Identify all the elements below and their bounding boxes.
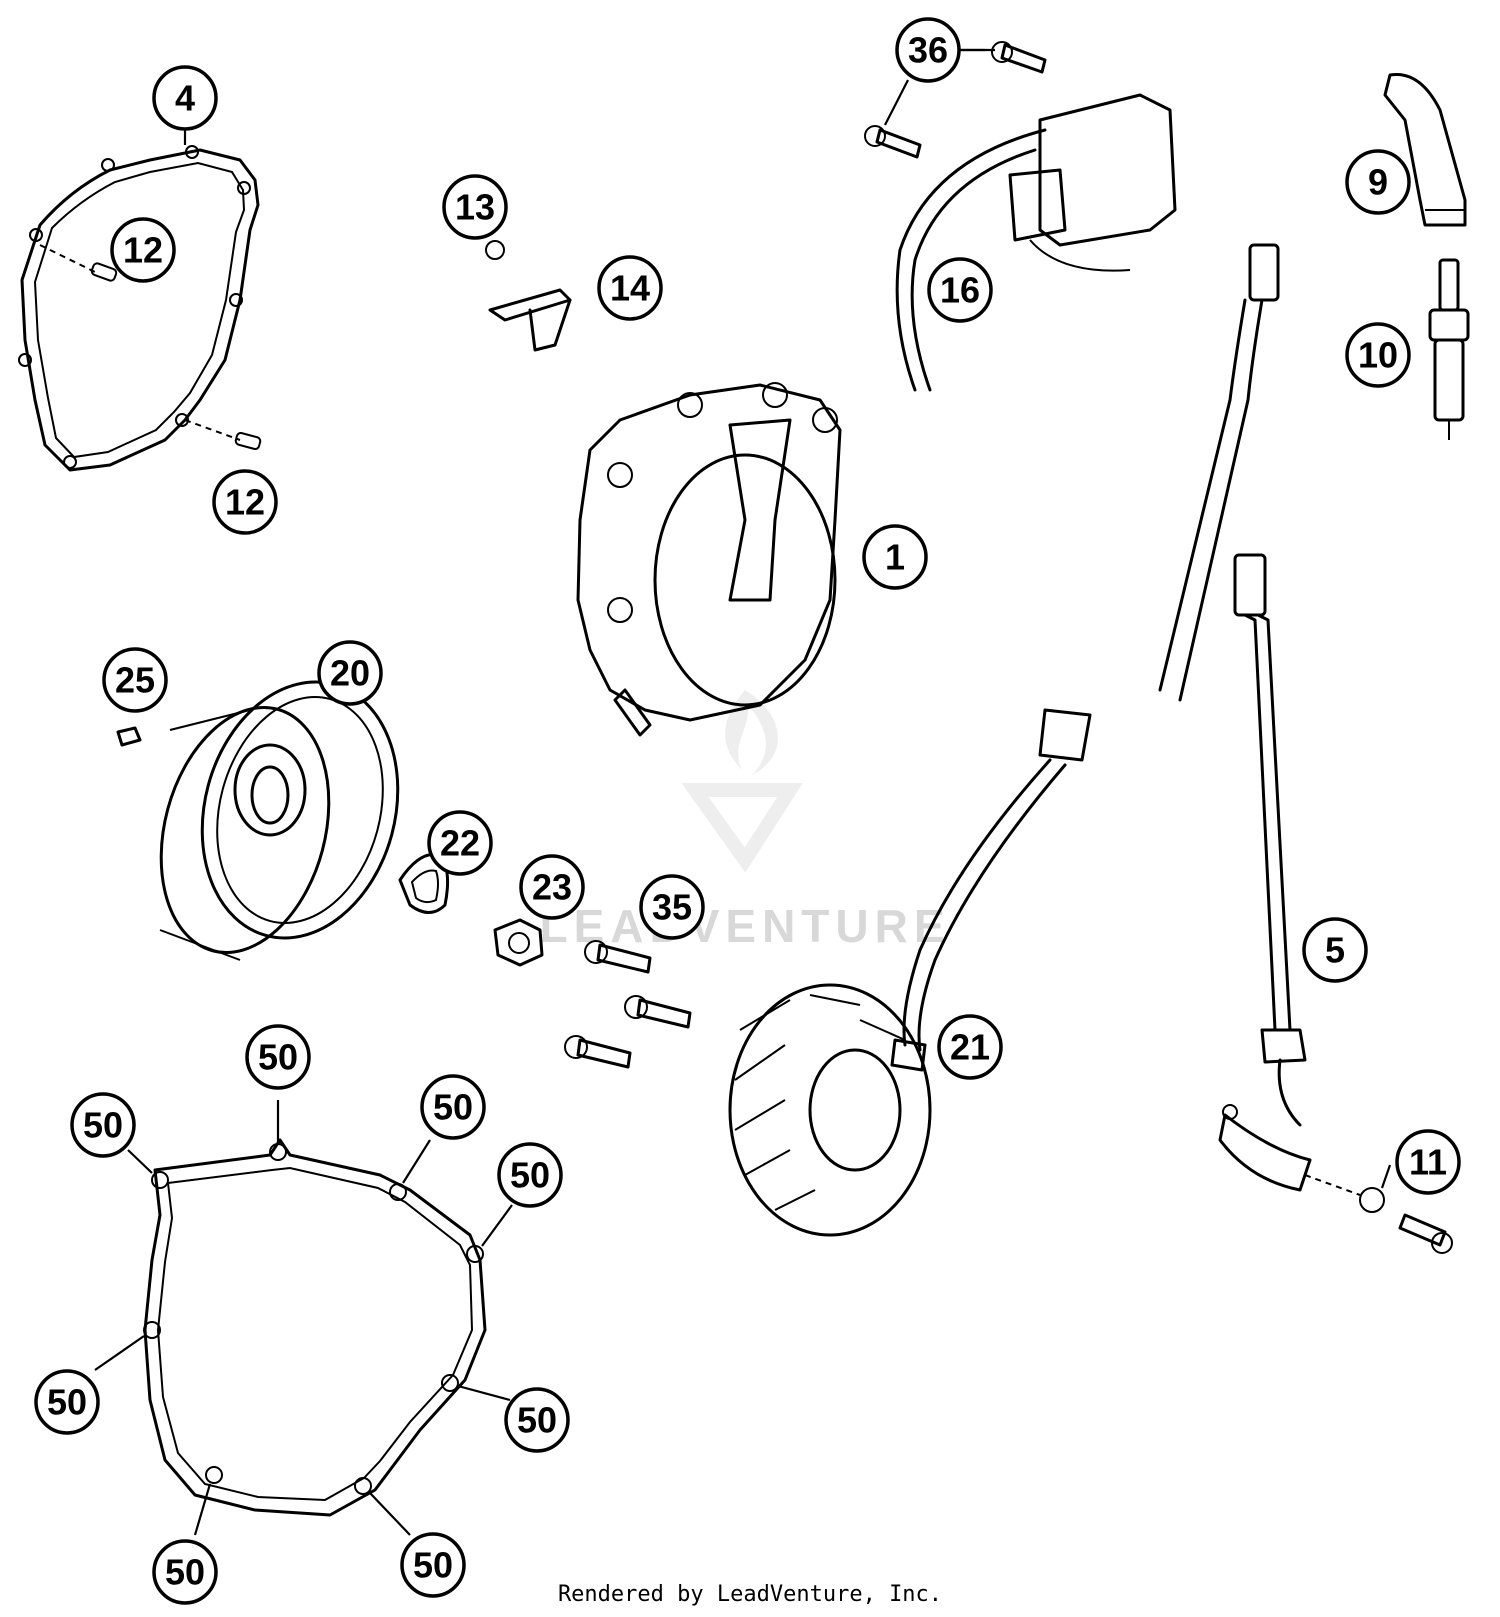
callout-label: 10 [1358, 335, 1398, 376]
callout-11: 11 [1395, 1129, 1461, 1195]
callout-4: 4 [152, 65, 218, 131]
callout-23: 23 [519, 854, 585, 920]
callout-50-top: 50 [245, 1024, 311, 1090]
callout-label: 50 [433, 1087, 473, 1128]
callout-label: 12 [123, 230, 163, 271]
callout-50-left: 50 [34, 1369, 100, 1435]
callout-50-bottom-left: 50 [152, 1539, 218, 1605]
callout-50-bottom-right: 50 [400, 1532, 466, 1598]
callout-20: 20 [317, 640, 383, 706]
callout-label: 50 [413, 1545, 453, 1586]
callout-label: 16 [940, 270, 980, 311]
callout-label: 50 [517, 1400, 557, 1441]
callout-16: 16 [927, 257, 993, 323]
callout-50-lower-right: 50 [504, 1387, 570, 1453]
callout-label: 50 [83, 1105, 123, 1146]
callout-22: 22 [427, 810, 493, 876]
callout-5: 5 [1302, 917, 1368, 983]
callout-14: 14 [597, 255, 663, 321]
callout-13: 13 [442, 174, 508, 240]
spark-plug-parts [1383, 72, 1470, 440]
washer-nut-bolts [398, 852, 692, 1069]
callout-12a: 12 [110, 217, 176, 283]
flywheel [116, 680, 400, 961]
callout-50-top-right: 50 [420, 1074, 486, 1140]
callout-label: 14 [610, 268, 650, 309]
callout-1: 1 [862, 524, 928, 590]
callout-label: 50 [258, 1037, 298, 1078]
stator [728, 983, 932, 1237]
callout-label: 50 [510, 1155, 550, 1196]
callout-35: 35 [639, 874, 705, 940]
callout-label: 12 [225, 482, 265, 523]
callout-12b: 12 [212, 469, 278, 535]
gasket-lower [94, 1100, 513, 1536]
callout-label: 4 [175, 78, 195, 119]
callout-36: 36 [895, 17, 961, 83]
callout-50-right: 50 [497, 1142, 563, 1208]
callout-label: 11 [1409, 1142, 1447, 1183]
callout-label: 23 [532, 867, 572, 908]
watermark-text: LEADVENTURE [539, 900, 950, 952]
footer-credit: Rendered by LeadVenture, Inc. [557, 1582, 943, 1607]
callout-label: 1 [885, 537, 905, 578]
watermark-logo [681, 690, 803, 873]
callout-label: 22 [440, 823, 480, 864]
stator-cover [576, 382, 842, 737]
callout-10: 10 [1345, 322, 1411, 388]
stator-wiring [902, 243, 1280, 1052]
callout-label: 21 [950, 1027, 990, 1068]
ignition-coil [864, 41, 1177, 392]
pickup-sensor [1218, 553, 1453, 1254]
callout-label: 20 [330, 653, 370, 694]
callout-label: 50 [165, 1552, 205, 1593]
callout-label: 36 [908, 30, 948, 71]
gasket-upper-left [18, 125, 262, 472]
callout-50-top-left: 50 [70, 1092, 136, 1158]
callout-label: 5 [1325, 930, 1345, 971]
callout-25: 25 [102, 647, 168, 713]
callout-21: 21 [937, 1014, 1003, 1080]
callout-label: 50 [47, 1382, 87, 1423]
callout-label: 25 [115, 660, 155, 701]
callout-label: 35 [652, 887, 692, 928]
callout-9: 9 [1345, 149, 1411, 215]
callout-label: 9 [1368, 162, 1388, 203]
bracket-small [485, 240, 572, 352]
callout-label: 13 [455, 187, 495, 228]
